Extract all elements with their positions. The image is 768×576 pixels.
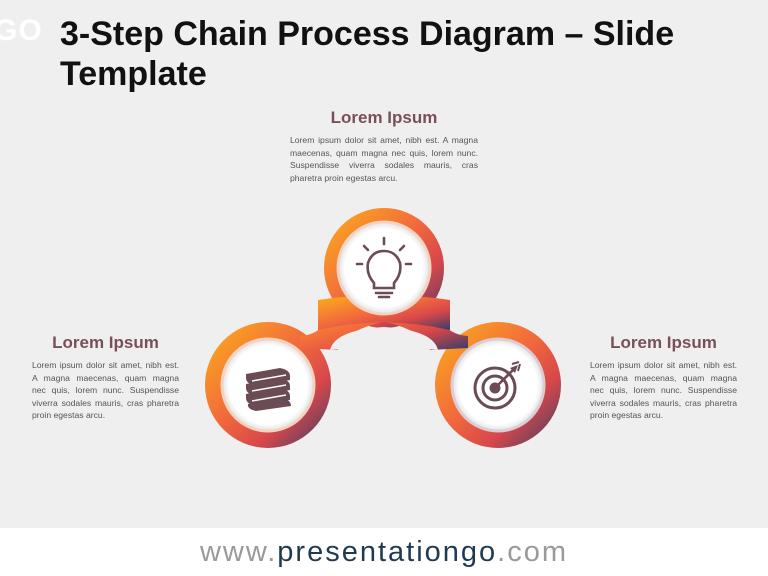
footer-prefix: www. bbox=[199, 536, 278, 568]
logo: GO bbox=[0, 14, 43, 47]
lightbulb-icon bbox=[355, 236, 413, 299]
footer-brand[interactable]: www.presentationgo.com bbox=[0, 528, 768, 576]
step-top-body: Lorem ipsum dolor sit amet, nibh est. A … bbox=[290, 135, 478, 183]
step-right-text: Lorem Ipsum Lorem ipsum dolor sit amet, … bbox=[590, 333, 737, 422]
step-top-text: Lorem Ipsum Lorem ipsum dolor sit amet, … bbox=[290, 108, 478, 184]
footer-brand-name: presentationgo bbox=[277, 536, 498, 568]
slide-title: 3-Step Chain Process Diagram – Slide Tem… bbox=[60, 15, 675, 93]
books-icon bbox=[246, 368, 291, 411]
step-left-body: Lorem ipsum dolor sit amet, nibh est. A … bbox=[32, 360, 179, 421]
target-icon bbox=[473, 361, 521, 410]
step-top-disc bbox=[336, 220, 432, 316]
step-right-title: Lorem Ipsum bbox=[610, 333, 717, 352]
step-right-body: Lorem ipsum dolor sit amet, nibh est. A … bbox=[590, 360, 737, 421]
step-top-title: Lorem Ipsum bbox=[330, 108, 438, 127]
step-left-title: Lorem Ipsum bbox=[52, 333, 159, 352]
footer-suffix: .com bbox=[497, 536, 568, 568]
step-left-text: Lorem Ipsum Lorem ipsum dolor sit amet, … bbox=[32, 333, 179, 422]
